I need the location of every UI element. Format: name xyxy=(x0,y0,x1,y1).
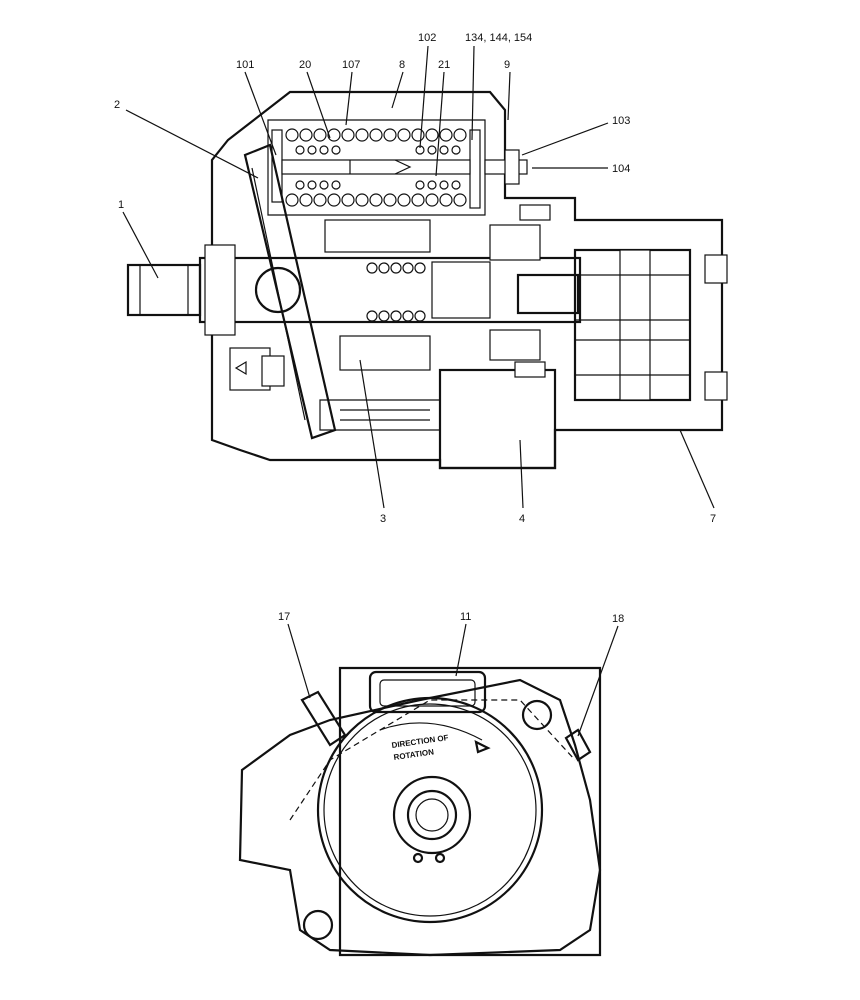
piston-upper xyxy=(324,219,431,253)
barrel-spring xyxy=(366,262,426,322)
section-callouts: 1 2 101 20 107 8 102 21 134, 144, 154 9 … xyxy=(114,32,716,525)
compensator-rod xyxy=(281,159,471,175)
flange-hole-bottom xyxy=(302,909,334,941)
callout-103: 103 xyxy=(612,115,630,127)
callout-17: 17 xyxy=(278,611,290,623)
bolt-top xyxy=(519,204,551,221)
callout-107: 107 xyxy=(342,59,360,71)
callout-102: 102 xyxy=(418,32,436,44)
lock-nut xyxy=(504,149,520,185)
callout-9: 9 xyxy=(504,59,510,71)
front-bearing xyxy=(204,244,236,336)
rotation-arc xyxy=(379,722,483,741)
screw-1 xyxy=(412,852,424,864)
fitting-17 xyxy=(300,690,347,747)
swash-plate-inner xyxy=(251,167,306,421)
pilot-circle-inner xyxy=(323,703,537,917)
section-leaders xyxy=(122,45,715,509)
gear-lines xyxy=(575,274,690,376)
lower-port xyxy=(319,399,441,431)
valve-plate-lower xyxy=(489,329,541,361)
lower-port-lines xyxy=(340,409,430,421)
spring-coils-bottom xyxy=(285,193,467,207)
spring-coils-top xyxy=(285,128,467,142)
rear-plug-bottom xyxy=(704,371,728,401)
rear-housing xyxy=(338,666,602,957)
spline-lines xyxy=(139,265,189,315)
gear-upper xyxy=(619,249,651,401)
front-callouts: 17 11 18 xyxy=(278,611,624,625)
piston-lower xyxy=(339,335,431,371)
pilot-circle xyxy=(316,696,544,924)
relief-cap xyxy=(261,355,285,387)
callout-20: 20 xyxy=(299,59,311,71)
hidden-line xyxy=(289,699,576,821)
spring-coils-inner xyxy=(295,145,461,190)
rotation-text-1: DIRECTION OF xyxy=(391,733,449,750)
seal-outer xyxy=(392,775,472,855)
rear-plug-top xyxy=(704,254,728,284)
front-view: DIRECTION OF ROTATION xyxy=(238,666,602,957)
callout-11: 11 xyxy=(460,611,471,623)
bolt-bottom xyxy=(514,361,546,378)
shaft-spline xyxy=(126,263,202,317)
callout-2: 2 xyxy=(114,99,120,111)
callout-134-144-154: 134, 144, 154 xyxy=(465,32,532,44)
front-leaders xyxy=(287,623,619,737)
top-port-inner xyxy=(379,679,476,707)
seal-inner xyxy=(406,789,458,841)
relief-arrow xyxy=(234,360,247,376)
callout-7: 7 xyxy=(710,513,716,525)
valve-plate-upper xyxy=(489,224,541,261)
mounting-flange xyxy=(238,678,602,957)
callout-3: 3 xyxy=(380,513,386,525)
callout-8: 8 xyxy=(399,59,405,71)
spring-seat-right xyxy=(469,129,481,209)
callout-101: 101 xyxy=(236,59,254,71)
callout-18: 18 xyxy=(612,613,624,625)
callout-4: 4 xyxy=(519,513,525,525)
fitting-18 xyxy=(564,728,592,762)
spring-chamber xyxy=(267,119,486,216)
flange-hole-top xyxy=(521,699,553,731)
section-view xyxy=(126,90,728,470)
rod-detail xyxy=(349,159,412,175)
shaft-end xyxy=(415,798,449,832)
swash-plate xyxy=(243,143,337,440)
top-port xyxy=(368,670,487,714)
callout-104: 104 xyxy=(612,163,630,175)
rotation-arrowhead xyxy=(474,740,491,754)
callout-1: 1 xyxy=(118,199,124,211)
rear-coupling xyxy=(516,273,580,315)
shaft-coupling xyxy=(254,266,302,314)
main-housing xyxy=(210,90,724,470)
screw-2 xyxy=(434,852,446,864)
valve-block xyxy=(438,368,557,470)
rear-bearing xyxy=(431,261,491,319)
callout-21: 21 xyxy=(438,59,450,71)
drive-shaft xyxy=(198,256,582,324)
rotation-text-2: ROTATION xyxy=(393,747,435,762)
